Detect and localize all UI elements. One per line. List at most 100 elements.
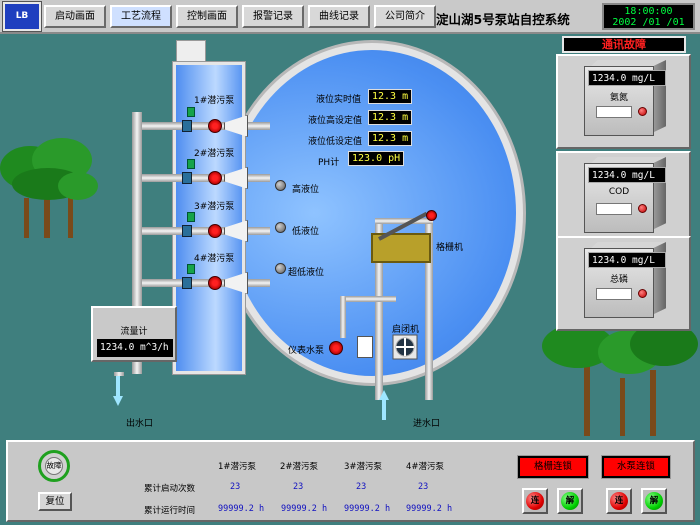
level-low-set-value[interactable]: 12.3 m	[368, 131, 413, 146]
pump-4-header: 4#潜污泵	[406, 462, 445, 472]
analyzer-slot-icon	[596, 203, 632, 215]
wetwell-top-cap	[176, 40, 206, 62]
app-logo-icon: LB	[2, 1, 42, 32]
analyzer-phosphorus-panel[interactable]: 1234.0 mg/L 总磷	[556, 236, 691, 331]
gate-machine-icon[interactable]	[392, 334, 418, 360]
clock-date: 2002 /01 /01	[612, 17, 685, 28]
pump-2-start-count: 23	[293, 482, 304, 492]
clock-time: 18:00:00	[624, 6, 673, 17]
screen-disconnect-button[interactable]: 解	[561, 492, 579, 510]
inlet-arrow-icon	[379, 390, 389, 420]
pump-4-valve-icon[interactable]	[182, 277, 192, 289]
low-level-indicator-icon	[275, 222, 286, 233]
pump-3-icon[interactable]	[208, 224, 222, 238]
pump-3-status-icon	[187, 212, 195, 222]
pump-1-icon[interactable]	[208, 119, 222, 133]
ammonia-value: 1234.0 mg/L	[588, 70, 666, 86]
pump-disconnect-frame: 解	[641, 488, 667, 514]
phosphorus-value: 1234.0 mg/L	[588, 252, 666, 268]
high-level-label: 高液位	[292, 185, 320, 195]
screen-connect-button[interactable]: 连	[526, 492, 544, 510]
screen-motor-icon[interactable]	[426, 210, 437, 221]
pump-4-run-time: 99999.2 h	[406, 504, 453, 514]
analyzer-ammonia-panel[interactable]: 1234.0 mg/L 氨氮	[556, 54, 691, 149]
clock-display: 18:00:00 2002 /01 /01	[602, 3, 695, 30]
flow-meter-value: 1234.0 m^3/h	[97, 339, 173, 357]
pump-2-header: 2#潜污泵	[280, 462, 319, 472]
pump-1-status-icon	[187, 107, 195, 117]
pump-3-header: 3#潜污泵	[344, 462, 383, 472]
flow-meter-panel: 流量计 1234.0 m^3/h	[91, 306, 177, 362]
pump-disconnect-button[interactable]: 解	[645, 492, 663, 510]
pump-3-run-time: 99999.2 h	[344, 504, 391, 514]
pump-4-start-count: 23	[418, 482, 429, 492]
instrument-pump-icon[interactable]	[329, 341, 343, 355]
start-count-label: 累计启动次数	[144, 484, 196, 494]
level-high-set-label: 液位高设定值	[308, 116, 363, 126]
tree-left-icon	[0, 138, 98, 238]
top-bar: LB 启动画面 工艺流程 控制画面 报警记录 曲线记录 公司简介 淀山湖5号泵站…	[0, 0, 700, 34]
status-panel: 故障 复位 1#潜污泵 2#潜污泵 3#潜污泵 4#潜污泵 累计启动次数 23 …	[6, 440, 695, 522]
level-realtime-value: 12.3 m	[368, 89, 413, 104]
tab-company[interactable]: 公司简介	[374, 5, 436, 28]
reset-button[interactable]: 复位	[38, 492, 72, 511]
pump-interlock-button[interactable]: 水泵连锁	[601, 455, 671, 479]
ultra-low-level-indicator-icon	[275, 263, 286, 274]
instrument-pump-label: 仪表水泵	[288, 346, 325, 356]
ph-label: PH计	[318, 158, 340, 168]
screen-machine-label: 格栅机	[436, 243, 464, 253]
cod-value: 1234.0 mg/L	[588, 167, 666, 183]
outlet-label: 出水口	[126, 419, 154, 429]
pump-2-run-time: 99999.2 h	[281, 504, 328, 514]
fault-indicator: 故障	[38, 450, 70, 482]
level-realtime-label: 液位实时值	[316, 95, 362, 105]
pump-3-label: 3#潜污泵	[194, 202, 235, 212]
pump-1-run-time: 99999.2 h	[218, 504, 265, 514]
high-level-indicator-icon	[275, 180, 286, 191]
tab-startup[interactable]: 启动画面	[44, 5, 106, 28]
analyzer-cod-panel[interactable]: 1234.0 mg/L COD	[556, 151, 691, 246]
analyzer-led-icon	[638, 289, 647, 298]
fault-label: 故障	[45, 457, 63, 475]
flow-meter-label: 流量计	[120, 327, 148, 337]
screen-interlock-button[interactable]: 格栅连锁	[517, 455, 589, 479]
run-time-label: 累计运行时间	[144, 506, 196, 516]
pump-1-header: 1#潜污泵	[218, 462, 257, 472]
gate-machine-label: 启闭机	[392, 325, 420, 335]
pump-1-label: 1#潜污泵	[194, 96, 235, 106]
pump-2-icon[interactable]	[208, 171, 222, 185]
inlet-label: 进水口	[413, 419, 441, 429]
pump-1-start-count: 23	[230, 482, 241, 492]
analyzer-slot-icon	[596, 288, 632, 300]
collection-pool	[228, 50, 516, 376]
tab-control[interactable]: 控制画面	[176, 5, 238, 28]
pump-4-icon[interactable]	[208, 276, 222, 290]
level-high-set-value[interactable]: 12.3 m	[368, 110, 413, 125]
analyzer-led-icon	[638, 107, 647, 116]
analyzer-slot-icon	[596, 106, 632, 118]
instrument-box-icon	[357, 336, 373, 358]
pump-wetwell	[172, 61, 246, 375]
pump-3-start-count: 23	[356, 482, 367, 492]
screen-machine-icon[interactable]	[371, 233, 431, 263]
tab-process-flow[interactable]: 工艺流程	[110, 5, 172, 28]
outlet-arrow-icon	[113, 376, 123, 406]
tab-trend-log[interactable]: 曲线记录	[308, 5, 370, 28]
ultra-low-level-label: 超低液位	[288, 268, 325, 278]
screen-disconnect-frame: 解	[557, 488, 583, 514]
pump-2-label: 2#潜污泵	[194, 149, 235, 159]
pump-3-valve-icon[interactable]	[182, 225, 192, 237]
comm-fault-alarm: 通讯故障	[562, 36, 686, 53]
pump-connect-button[interactable]: 连	[610, 492, 628, 510]
pump-4-status-icon	[187, 264, 195, 274]
pump-2-status-icon	[187, 159, 195, 169]
level-low-set-label: 液位低设定值	[308, 137, 363, 147]
cod-label: COD	[608, 187, 630, 197]
ammonia-label: 氨氮	[609, 93, 628, 103]
tab-alarm-log[interactable]: 报警记录	[242, 5, 304, 28]
system-title: 淀山湖5号泵站自控系统	[436, 12, 570, 27]
pump-2-valve-icon[interactable]	[182, 172, 192, 184]
analyzer-led-icon	[638, 204, 647, 213]
pump-4-label: 4#潜污泵	[194, 254, 235, 264]
pump-1-valve-icon[interactable]	[182, 120, 192, 132]
